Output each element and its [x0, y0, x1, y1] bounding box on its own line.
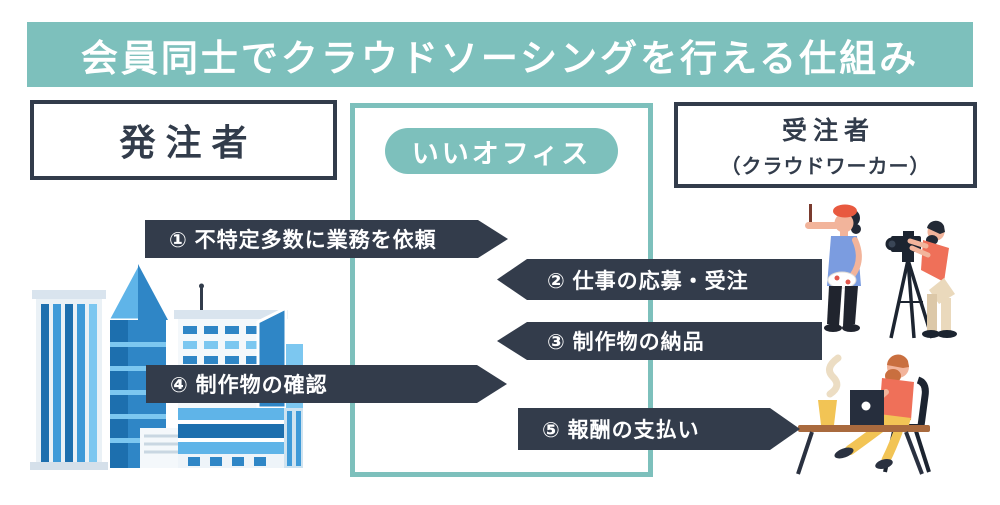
client-label: 発注者: [119, 122, 258, 163]
step-arrow-1: ① 不特定多数に業務を依頼: [145, 220, 508, 258]
step-arrow-2: ② 仕事の応募・受注: [497, 259, 822, 300]
diagram-title: 会員同士でクラウドソーシングを行える仕組み: [27, 22, 973, 87]
painter-and-photographer-illustration: [805, 204, 957, 339]
worker-sublabel: （クラウドワーカー）: [720, 156, 931, 178]
worker-label: 受注者: [781, 117, 875, 145]
remote-worker-at-desk-illustration: [796, 354, 931, 475]
step-arrow-3: ③ 制作物の納品: [497, 322, 822, 360]
step-1-label: ① 不特定多数に業務を依頼: [169, 229, 437, 252]
platform-pill: いいオフィス: [385, 128, 618, 174]
step-arrow-4: ④ 制作物の確認: [146, 365, 507, 403]
step-3-label: ③ 制作物の納品: [547, 331, 705, 354]
step-5-label: ⑤ 報酬の支払い: [542, 419, 700, 442]
step-2-label: ② 仕事の応募・受注: [547, 269, 749, 293]
platform-label: いいオフィス: [411, 138, 592, 169]
worker-box: 受注者 （クラウドワーカー）: [674, 102, 977, 188]
step-4-label: ④ 制作物の確認: [170, 374, 328, 397]
step-arrow-5: ⑤ 報酬の支払い: [518, 408, 800, 450]
client-box: 発注者: [30, 100, 337, 180]
